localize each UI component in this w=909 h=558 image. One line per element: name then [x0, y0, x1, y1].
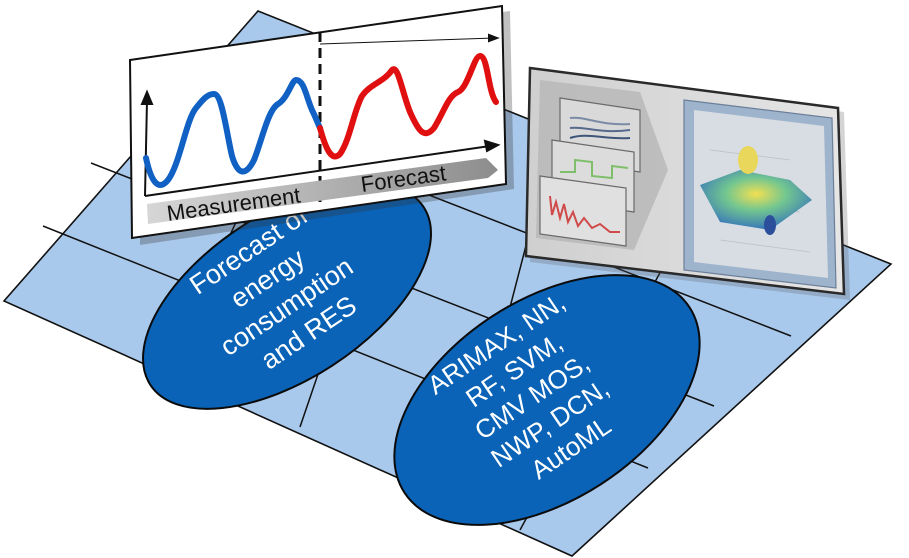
- ml-panel: [524, 66, 850, 300]
- noisy-signal-chart-icon: [539, 175, 627, 247]
- chart-axes: [140, 33, 501, 197]
- surface-plot-icon: [683, 99, 837, 289]
- measurement-curve: [143, 76, 323, 188]
- forecast-chart-panel: Measurement Forecast: [128, 4, 514, 245]
- label-band-arrow: [147, 158, 498, 224]
- methods-ellipse: ARIMAX, NN, RF, SVM, CMV MOS, NWP, DCN, …: [393, 274, 701, 526]
- forecast-curve: [317, 52, 499, 160]
